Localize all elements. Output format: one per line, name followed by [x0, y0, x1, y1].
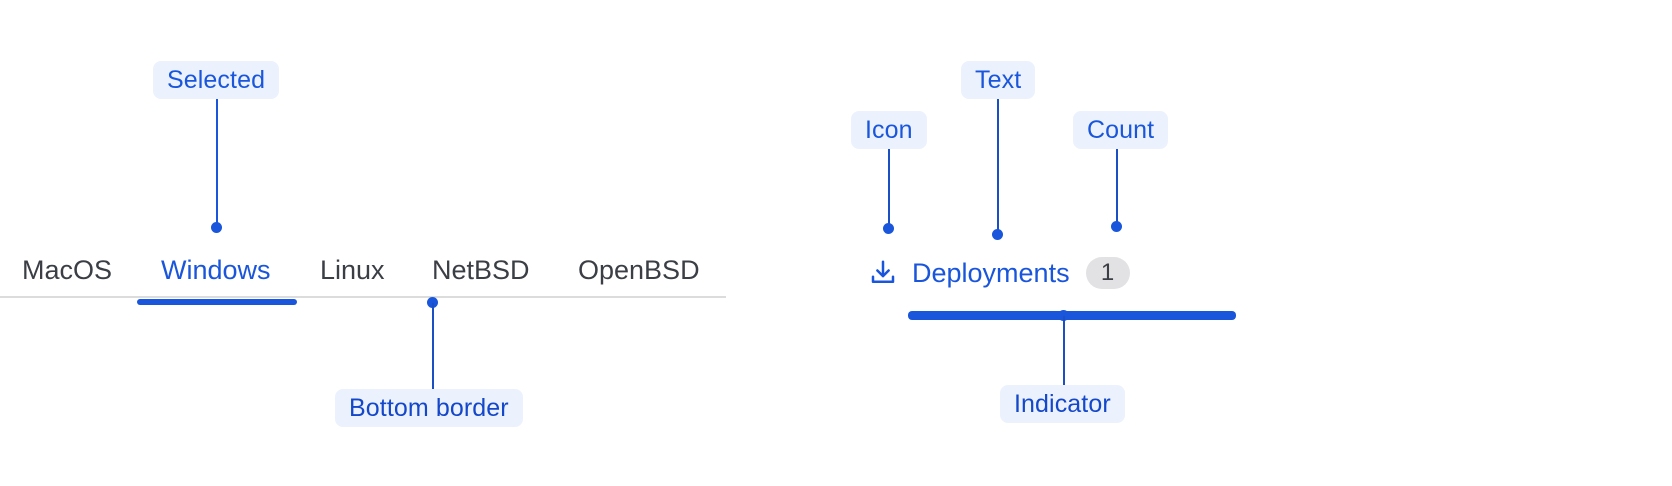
annotation-selected-dot — [211, 222, 222, 233]
tab-selected-underline — [137, 299, 297, 305]
annotation-selected-connector — [216, 99, 218, 228]
annotation-selected-label: Selected — [153, 61, 280, 99]
annotation-count-label: Count — [1073, 111, 1169, 149]
annotation-count-dot — [1111, 221, 1122, 232]
annotation-bottom-border-connector — [432, 303, 434, 390]
annotation-text-label: Text — [961, 61, 1036, 99]
tab-windows[interactable]: Windows — [161, 255, 271, 285]
annotation-bottom-border-label: Bottom border — [335, 389, 523, 427]
tab-openbsd[interactable]: OpenBSD — [578, 255, 700, 285]
annotation-indicator-dot — [1058, 310, 1069, 321]
annotation-indicator-label: Indicator — [1000, 385, 1125, 423]
download-icon — [871, 260, 895, 283]
annotation-icon-label: Icon — [851, 111, 927, 149]
tab-deployments[interactable]: Deployments 1 — [868, 248, 1130, 298]
tab-bar[interactable]: MacOS Windows Linux NetBSD OpenBSD — [0, 248, 726, 298]
annotation-icon-connector — [888, 149, 890, 228]
tab-macos[interactable]: MacOS — [22, 255, 113, 285]
annotation-text-connector — [997, 99, 999, 235]
tab-deployments-count-badge: 1 — [1085, 257, 1130, 289]
annotation-icon-dot — [883, 223, 894, 234]
annotation-indicator-connector — [1063, 316, 1065, 386]
tab-linux[interactable]: Linux — [320, 255, 385, 285]
annotation-bottom-border-dot — [427, 297, 438, 308]
tab-deployments-label: Deployments — [912, 257, 1070, 288]
tab-deployments-indicator — [908, 311, 1236, 320]
tab-bar-bottom-border — [0, 296, 726, 298]
tab-netbsd[interactable]: NetBSD — [432, 255, 530, 285]
annotation-count-connector — [1116, 149, 1118, 226]
annotation-text-dot — [992, 229, 1003, 240]
